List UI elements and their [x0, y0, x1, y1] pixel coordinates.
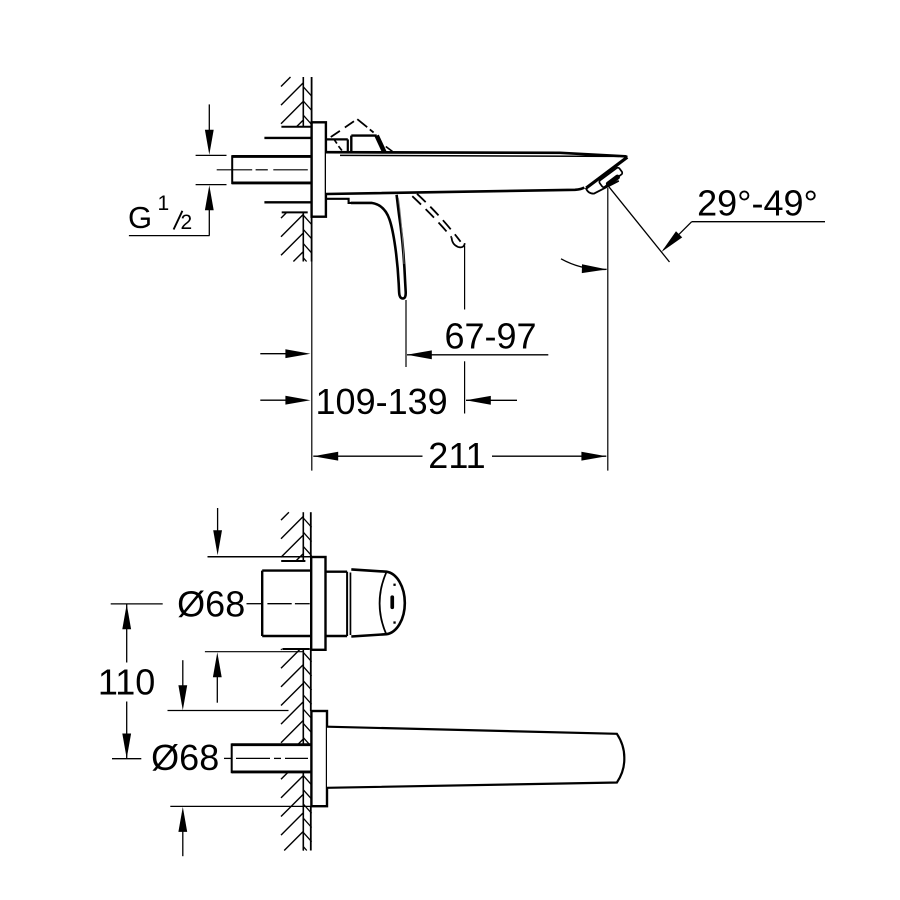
- svg-text:211: 211: [428, 435, 485, 476]
- svg-text:G: G: [128, 200, 152, 235]
- svg-text:2: 2: [181, 211, 193, 234]
- svg-text:Ø68: Ø68: [177, 584, 245, 625]
- svg-text:110: 110: [98, 662, 155, 703]
- svg-text:29°-49°: 29°-49°: [697, 183, 818, 224]
- svg-text:Ø68: Ø68: [151, 737, 219, 778]
- svg-text:109-139: 109-139: [316, 381, 448, 422]
- svg-text:1: 1: [158, 192, 170, 215]
- svg-text:67-97: 67-97: [444, 316, 536, 357]
